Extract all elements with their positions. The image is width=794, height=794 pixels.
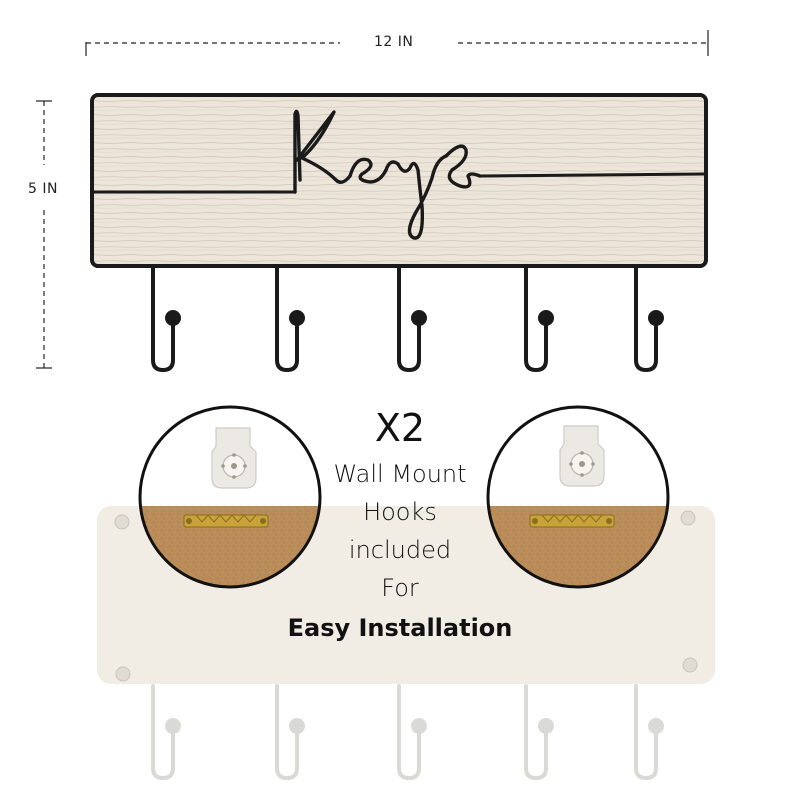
- height-dimension: [36, 100, 52, 369]
- width-dimension: [85, 30, 709, 56]
- faded-hook: [397, 684, 427, 781]
- wall-hook: [397, 264, 427, 373]
- keys-wire-lettering: [293, 109, 482, 240]
- sawtooth-bracket-left: [183, 514, 269, 528]
- wall-hook: [275, 264, 305, 373]
- faded-hook: [151, 684, 181, 781]
- corner-mount-dot: [114, 514, 130, 530]
- key-holder: [90, 93, 708, 373]
- corner-mount-dot: [680, 510, 696, 526]
- mount-line-4: For: [381, 574, 419, 602]
- wall-hook: [151, 264, 181, 373]
- height-label: 5 IN: [28, 179, 58, 199]
- headline-label: Easy Installation: [287, 614, 513, 642]
- faded-hook: [524, 684, 554, 781]
- faded-hook: [275, 684, 305, 781]
- wood-board: [92, 95, 706, 266]
- quantity-label: X2: [374, 406, 426, 450]
- wall-mount-clip-right: [559, 425, 605, 487]
- width-label: 12 IN: [370, 34, 418, 50]
- mount-line-2: Hooks: [363, 498, 437, 526]
- hook-group: [151, 264, 664, 373]
- sawtooth-bracket-right: [529, 514, 615, 528]
- mount-line-3: included: [348, 536, 452, 564]
- faded-hook: [634, 684, 664, 781]
- faded-hook-group: [151, 684, 664, 781]
- corner-mount-dot: [115, 666, 131, 682]
- corner-mount-dot: [682, 657, 698, 673]
- wall-mount-clip-left: [211, 427, 257, 489]
- mount-line-1: Wall Mount: [333, 460, 467, 488]
- wall-hook: [524, 264, 554, 373]
- wall-hook: [634, 264, 664, 373]
